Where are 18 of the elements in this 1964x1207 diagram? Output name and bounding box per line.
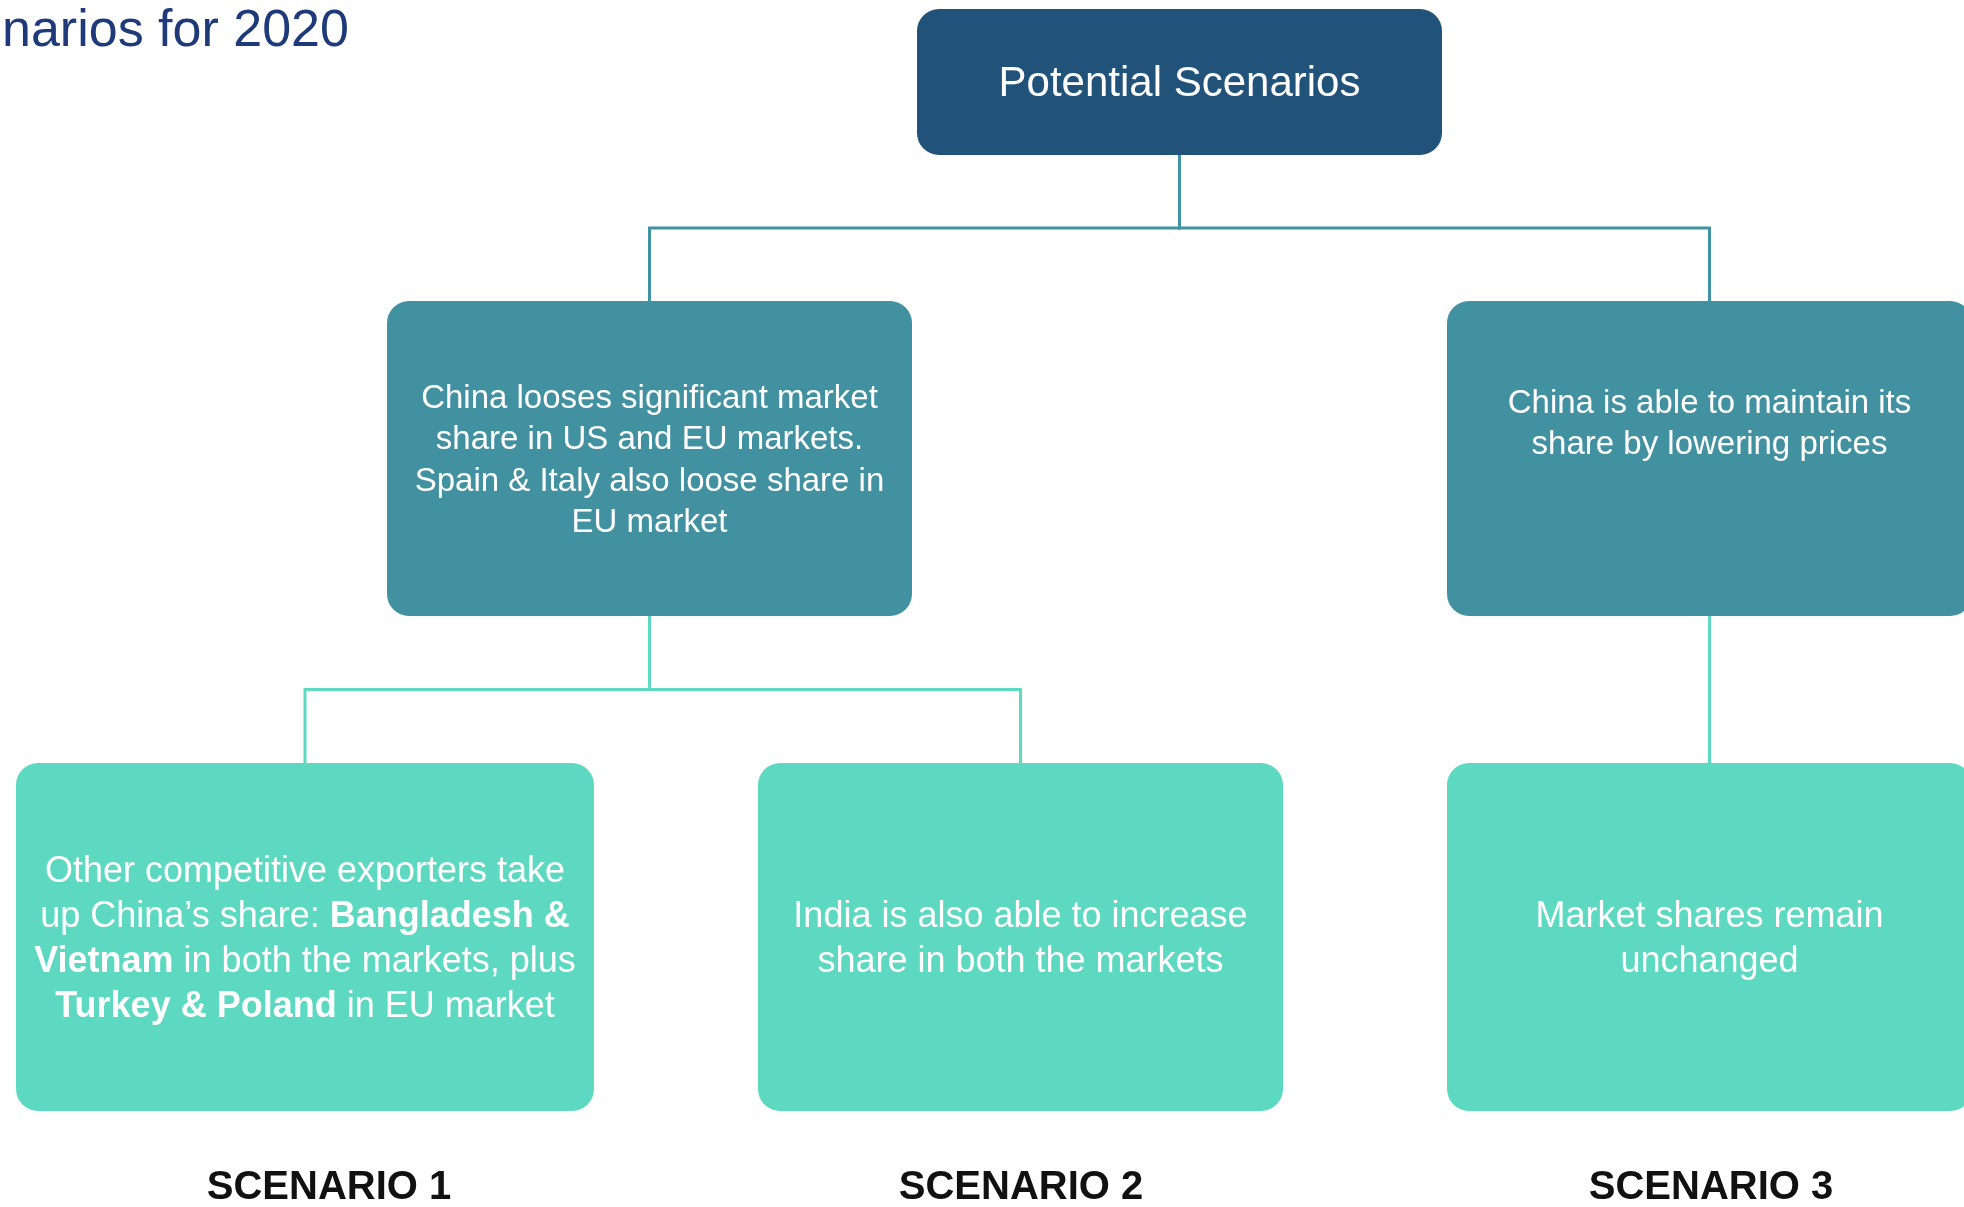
connector	[1708, 616, 1711, 763]
connector	[648, 616, 1022, 763]
root-box	[917, 9, 1442, 155]
scenario-box	[758, 763, 1283, 1111]
node-text: Other competitive exporters take up China’s share: Bangladesh & Vietnam in both the markets, plus Turkey & Poland in EU market	[34, 848, 576, 1027]
node-text: China looses significant market share in US and EU markets. Spain & Italy also loose share in EU market	[413, 377, 886, 541]
node-text: Potential Scenarios	[998, 56, 1361, 107]
title: narios for 2020	[2, 0, 349, 58]
scenario-label: SCENARIO 3	[1588, 1163, 1834, 1207]
branch-box	[1447, 301, 1964, 616]
branch-box	[387, 301, 912, 616]
node-text: China is able to maintain its share by lowering prices	[1506, 382, 1913, 464]
scenario-label: SCENARIO 1	[206, 1163, 452, 1207]
node-text: India is also able to increase share in both the markets	[792, 893, 1249, 982]
scenario-label: SCENARIO 2	[898, 1163, 1144, 1207]
scenario-box	[1447, 763, 1964, 1111]
node-text: Market shares remain unchanged	[1534, 893, 1885, 982]
scenario-box	[16, 763, 594, 1111]
